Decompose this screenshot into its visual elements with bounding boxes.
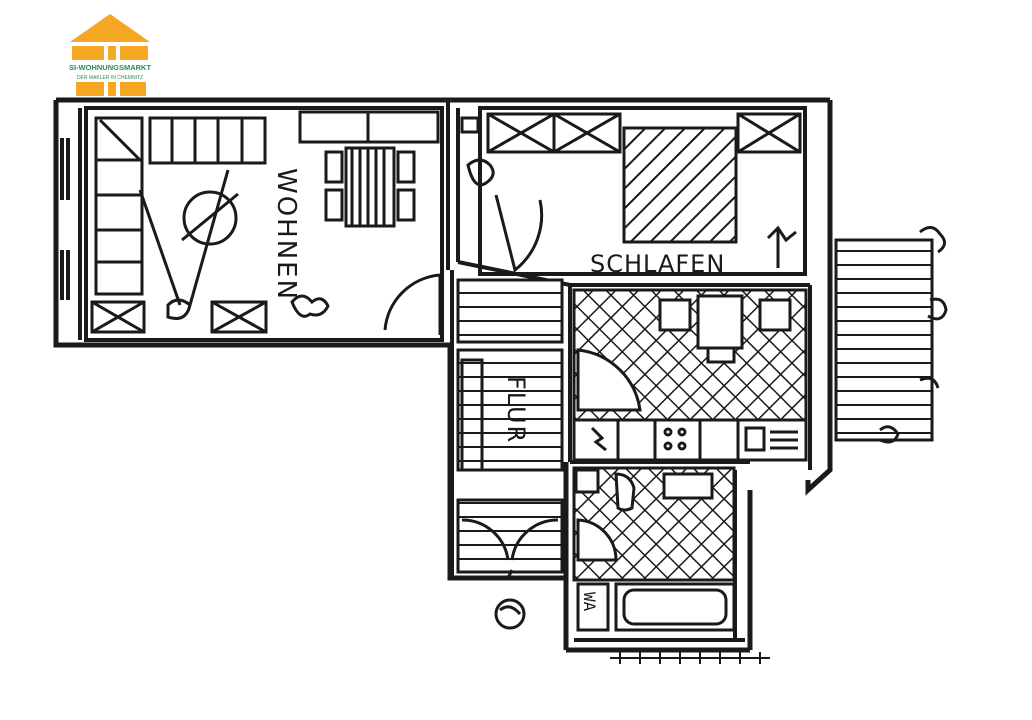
bed	[622, 126, 738, 244]
bottom-wall-hatch	[610, 652, 770, 664]
logo-house-top	[72, 46, 148, 60]
entrance-marker	[494, 598, 526, 630]
bath-room	[572, 466, 736, 632]
schlafen-room	[460, 112, 802, 273]
room-label-flur: FLUR	[502, 376, 530, 444]
logo-roof	[70, 14, 150, 42]
wohnen-room	[90, 110, 442, 335]
company-logo: SI-WOHNUNGSMARKT DER MAKLER IN CHEMNITZ	[69, 14, 151, 96]
logo-tagline: DER MAKLER IN CHEMNITZ	[77, 75, 143, 81]
balcony	[834, 226, 948, 444]
flur-room	[456, 278, 564, 630]
room-label-wohnen: WOHNEN	[271, 168, 301, 301]
logo-name: SI-WOHNUNGSMARKT	[69, 63, 151, 72]
logo-house-bottom	[76, 82, 146, 96]
wa-label: WA	[580, 592, 599, 612]
room-label-schlafen: SCHLAFEN	[590, 250, 725, 278]
kitchen-room	[572, 288, 808, 462]
round-table	[182, 190, 238, 246]
